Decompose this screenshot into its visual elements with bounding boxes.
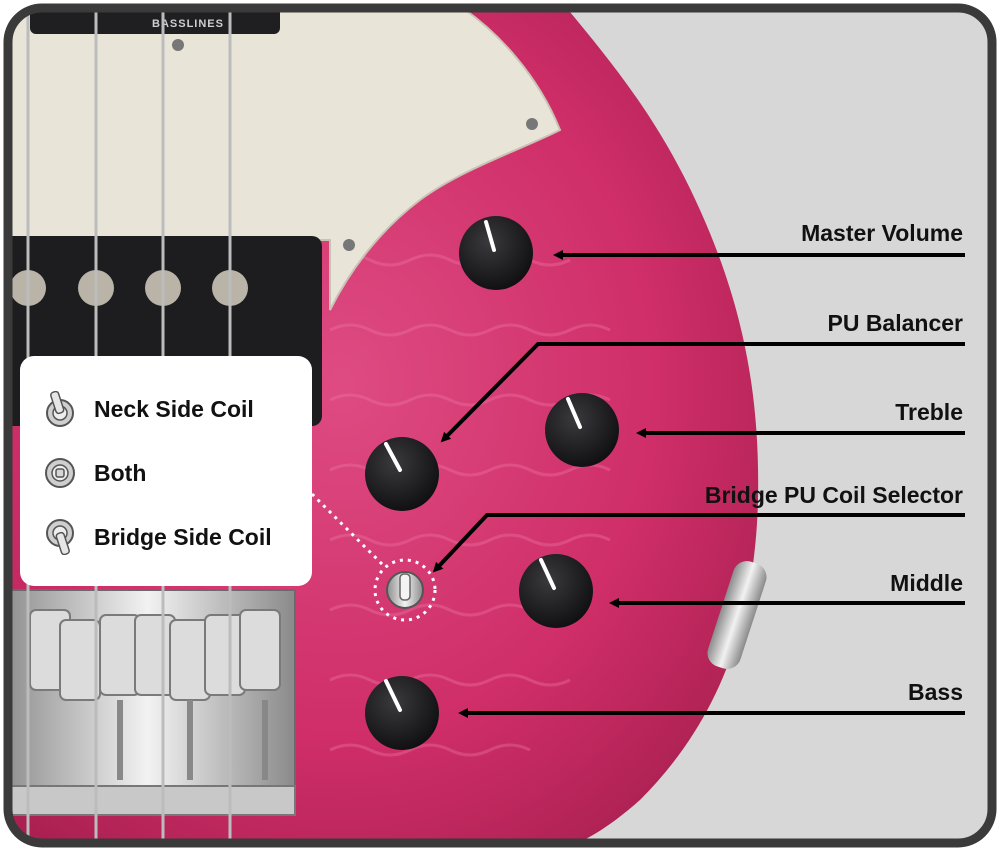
output-jack: [707, 561, 767, 669]
label-master-volume: Master Volume: [801, 220, 963, 246]
saddle-springs: [117, 700, 268, 780]
coil-selector-switch[interactable]: [373, 558, 437, 622]
bridge-base: [8, 785, 296, 816]
knob-middle[interactable]: [519, 554, 593, 628]
legend-label: Bridge Side Coil: [94, 523, 272, 550]
callout-arrows: [432, 250, 965, 718]
legend-item-bridge-side-coil: Bridge Side Coil: [42, 517, 272, 557]
label-bridge-pu-coil-selector: Bridge PU Coil Selector: [704, 482, 963, 508]
bridge-saddles: [29, 609, 281, 701]
toggle-up-icon: [46, 391, 74, 427]
arrow-bridge-pu-coil-selector: [432, 513, 965, 573]
toggle-center-icon: [45, 458, 75, 488]
brand-logo: BASSLINES: [152, 18, 224, 30]
pickguard: [8, 8, 562, 311]
knob-pu-balancer[interactable]: [365, 437, 439, 511]
arrow-pu-balancer: [440, 342, 965, 443]
legend-item-neck-side-coil: Neck Side Coil: [42, 389, 254, 429]
pickguard-screw: [526, 118, 538, 130]
label-bass: Bass: [908, 679, 963, 705]
pickup-screw: [172, 39, 184, 51]
knob-master-volume[interactable]: [459, 216, 533, 290]
knob-treble[interactable]: [545, 393, 619, 467]
legend-label: Both: [94, 459, 147, 486]
pickguard-screw: [343, 239, 355, 251]
legend-label: Neck Side Coil: [94, 395, 254, 422]
coil-selector-legend: Neck Side Coil Both Bridge Side Coil: [20, 356, 312, 586]
legend-item-both: Both: [42, 453, 146, 493]
knob-bass[interactable]: [365, 676, 439, 750]
label-treble: Treble: [895, 399, 963, 425]
label-middle: Middle: [890, 570, 963, 596]
frame-border: [3, 3, 997, 848]
toggle-down-icon: [46, 519, 74, 555]
legend-leader-line: [310, 492, 387, 569]
label-pu-balancer: PU Balancer: [827, 310, 963, 336]
